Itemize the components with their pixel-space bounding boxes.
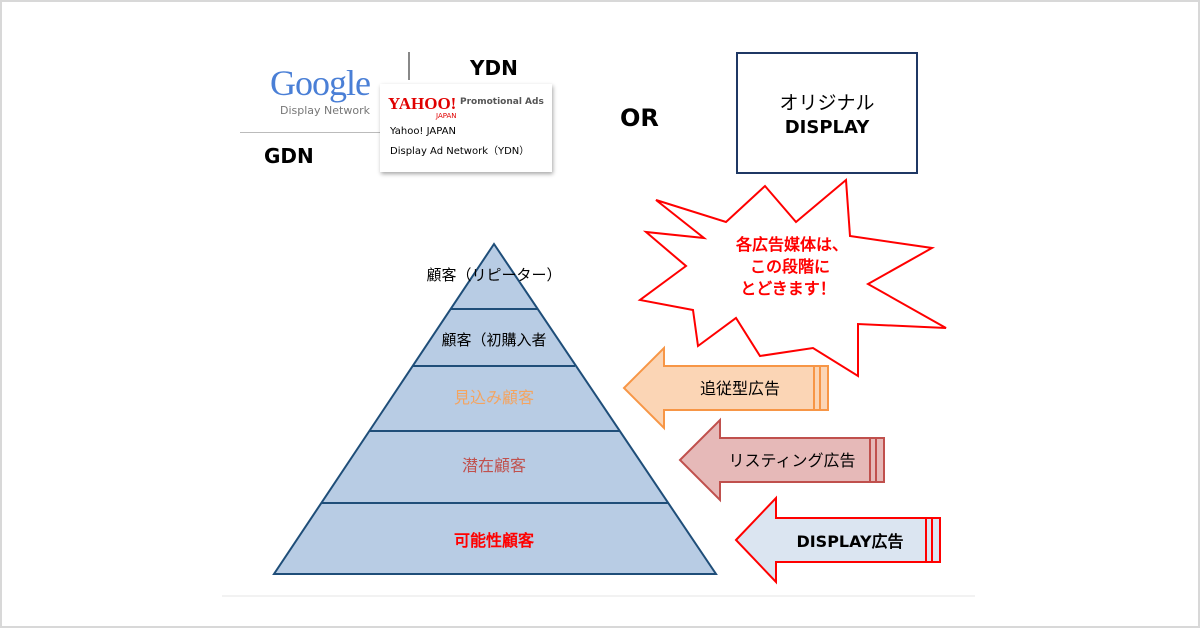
arrow-listing-body: [678, 417, 885, 503]
yahoo-promo-box: YAHOO! JAPAN Promotional Ads Yahoo! JAPA…: [380, 84, 552, 172]
arrow-display-body: [734, 495, 941, 585]
gdn-label: GDN: [264, 144, 314, 168]
arrow-listing-label: リスティング広告: [728, 451, 855, 470]
pyramid-level-4: 潜在顧客: [462, 456, 526, 475]
google-logo-text: Google: [270, 63, 371, 103]
pyramid-level-3: 見込み顧客: [454, 388, 534, 407]
arrow-listing: リスティング広告: [678, 417, 885, 503]
starburst-text-line3: とどきます！: [740, 279, 836, 298]
starburst-text-line1: 各広告媒体は、: [735, 235, 848, 254]
google-display-network-logo: Google Display Network: [240, 60, 380, 140]
ydn-label: YDN: [470, 56, 518, 80]
yahoo-line2: Display Ad Network（YDN）: [390, 146, 530, 157]
pyramid-level-1: 顧客（リピーター）: [426, 266, 561, 284]
pyramid-level-2: 顧客（初購入者: [441, 331, 546, 349]
google-logo-underline: [240, 132, 380, 133]
pyramid-level-5: 可能性顧客: [454, 531, 535, 550]
arrow-display-label: DISPLAY広告: [796, 532, 903, 551]
arrow-retargeting-label: 追従型広告: [700, 379, 780, 398]
yahoo-logo-text: YAHOO!: [388, 94, 457, 113]
or-text: OR: [620, 104, 659, 132]
arrow-display: DISPLAY広告: [734, 495, 941, 585]
arrow-retargeting-body: [622, 345, 829, 431]
google-logo-sub: Display Network: [280, 104, 370, 117]
yahoo-line1: Yahoo! JAPAN: [390, 126, 456, 137]
starburst-text-line2: この段階に: [750, 257, 830, 276]
yahoo-promo-label: Promotional Ads: [460, 97, 544, 107]
original-display-line1: オリジナル: [779, 92, 875, 114]
original-display-line2: DISPLAY: [784, 117, 870, 138]
arrow-retargeting: 追従型広告: [622, 345, 829, 431]
yahoo-logo-sub: JAPAN: [436, 112, 457, 120]
ydn-divider: [408, 52, 410, 80]
pyramid-divider-lines: [322, 308, 668, 504]
pyramid-shape: [272, 242, 718, 575]
original-display-box: オリジナル DISPLAY: [736, 52, 918, 174]
starburst-shape: [637, 177, 947, 378]
